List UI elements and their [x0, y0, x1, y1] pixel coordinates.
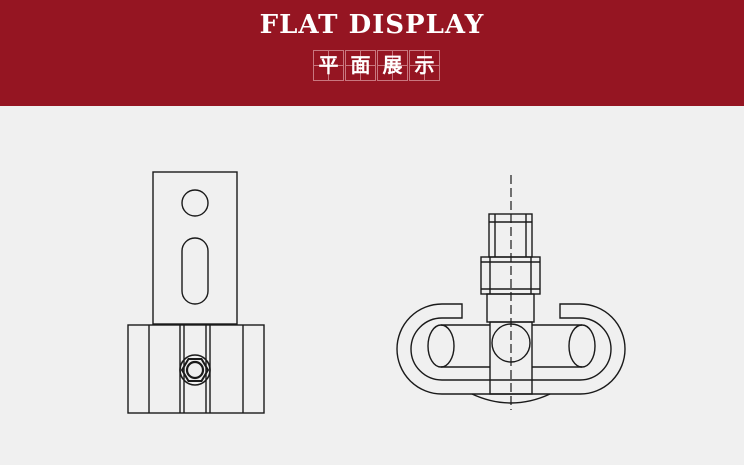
- slot-hole: [181, 237, 209, 305]
- title-english: FLAT DISPLAY: [259, 10, 485, 40]
- set-screw-outer: [179, 354, 211, 386]
- clamp-body: [489, 321, 533, 395]
- base-block: [127, 324, 265, 414]
- right-rod-end: [568, 324, 596, 368]
- title-chinese-char: 平: [313, 50, 344, 81]
- bottom-base-arc: [471, 393, 551, 404]
- left-view: [127, 171, 265, 414]
- left-hook: [396, 303, 626, 395]
- mounting-plate: [152, 171, 238, 325]
- title-chinese-char: 示: [409, 50, 440, 81]
- technical-drawing: [127, 171, 626, 414]
- set-screw-inner: [185, 360, 205, 380]
- header-banner: FLAT DISPLAY 平 面 展 示: [0, 0, 744, 106]
- right-view: [396, 175, 626, 410]
- left-rod-end: [427, 324, 455, 368]
- set-screw-hex: [180, 358, 210, 382]
- center-pin: [491, 323, 531, 363]
- title-chinese-char: 展: [377, 50, 408, 81]
- title-chinese-char: 面: [345, 50, 376, 81]
- mounting-hole: [181, 189, 209, 217]
- title-chinese: 平 面 展 示: [313, 50, 441, 84]
